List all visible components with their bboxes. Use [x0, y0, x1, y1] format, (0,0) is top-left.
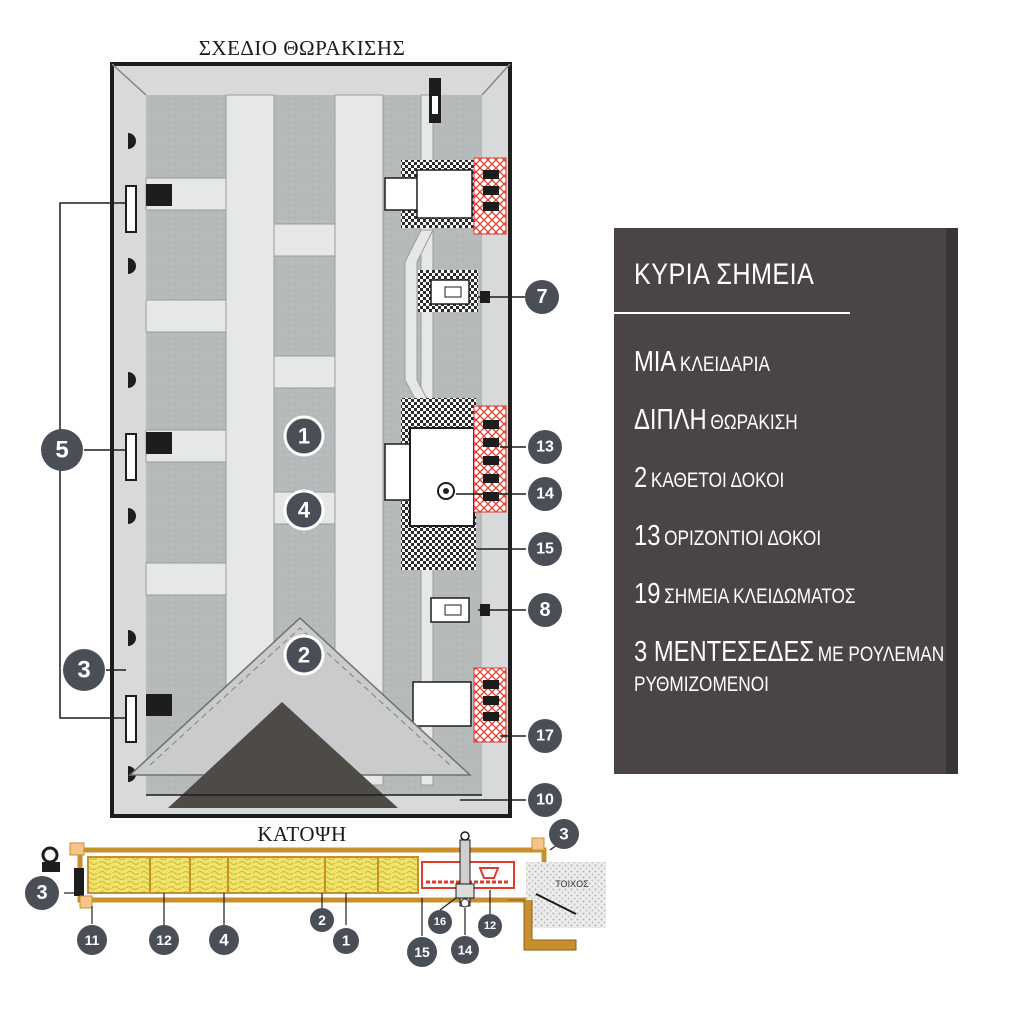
callout-number: 8 — [539, 599, 550, 621]
callout-number: 3 — [77, 657, 90, 684]
callout-number: 1 — [342, 933, 350, 950]
callout-number: 17 — [536, 728, 554, 745]
horizontal-beam — [273, 223, 336, 257]
callout-badge-8: 8 — [528, 593, 562, 627]
plan-title: ΚΑΤΟΨΗ — [257, 822, 346, 846]
callout-badge-1: 1 — [283, 415, 325, 457]
callout-number: 3 — [36, 882, 47, 904]
panel-title-underline — [614, 312, 850, 314]
callout-badge-12: 12 — [149, 925, 179, 955]
callout-badge-7: 7 — [525, 280, 559, 314]
callout-badge-15: 15 — [528, 532, 562, 566]
callout-badge-4: 4 — [209, 925, 239, 955]
callout-number: 12 — [484, 920, 496, 932]
callout-number: 5 — [55, 437, 68, 464]
callout-badge-5: 5 — [41, 429, 83, 471]
door-plan-section: ΤΟΙΧΟΣ — [41, 831, 606, 951]
callout-number: 12 — [156, 932, 172, 948]
anti-lift-pins — [128, 133, 136, 782]
main-lock-body — [409, 427, 475, 527]
vertical-beam-left — [225, 94, 275, 696]
callout-badge-11: 11 — [77, 925, 107, 955]
insulation-core — [87, 856, 419, 894]
elevation-title: ΣΧΕΔΙΟ ΘΩΡΑΚΙΣΗΣ — [199, 36, 406, 60]
callout-badge-14: 14 — [528, 477, 562, 511]
callout-badge-3: 3 — [25, 876, 59, 910]
callout-number: 4 — [219, 931, 229, 950]
callout-number: 7 — [536, 286, 547, 308]
key-point: ΜΙΑ ΚΛΕΙΔΑΡΙΑ — [634, 346, 770, 378]
callout-badge-14: 14 — [451, 936, 479, 964]
callout-number: 11 — [85, 932, 100, 948]
callout-number: 16 — [434, 916, 446, 928]
callout-number: 14 — [458, 943, 473, 958]
callout-number: 15 — [536, 541, 554, 558]
key-points-panel: ΚΥΡΙΑ ΣΗΜΕΙΑ ΜΙΑ ΚΛΕΙΔΑΡΙΑ ΔΙΠΛΗ ΘΩΡΑΚΙΣ… — [614, 228, 946, 774]
callout-number: 15 — [414, 944, 430, 960]
hinge-bottom — [125, 694, 172, 743]
lock-point-bottom — [412, 681, 472, 727]
hinge-top — [125, 184, 172, 233]
key-point: 2 ΚΑΘΕΤΟΙ ΔΟΚΟΙ — [634, 462, 785, 494]
callout-badge-2: 2 — [310, 908, 334, 932]
callout-badge-16: 16 — [428, 910, 452, 934]
callout-badge-10: 10 — [528, 783, 562, 817]
callout-badge-17: 17 — [528, 719, 562, 753]
callout-badge-2: 2 — [283, 634, 325, 676]
callout-badge-4: 4 — [283, 489, 325, 531]
horizontal-beam — [145, 299, 227, 333]
panel-title: ΚΥΡΙΑ ΣΗΜΕΙΑ — [634, 258, 815, 291]
callout-badge-12: 12 — [478, 914, 502, 938]
callout-number: 2 — [298, 643, 310, 668]
callout-number: 2 — [318, 912, 326, 928]
aux-lock-upper — [430, 279, 470, 305]
wall-label: ΤΟΙΧΟΣ — [555, 879, 589, 889]
callout-badge-3: 3 — [549, 819, 579, 849]
callout-number: 14 — [536, 486, 554, 503]
callout-number: 10 — [536, 792, 554, 809]
callout-badge-3: 3 — [63, 649, 105, 691]
key-point: ΔΙΠΛΗ ΘΩΡΑΚΙΣΗ — [634, 404, 798, 436]
callout-badge-1: 1 — [333, 928, 359, 954]
hinge-middle — [125, 432, 172, 481]
horizontal-beam — [145, 562, 227, 596]
callout-number: 1 — [298, 424, 310, 449]
key-point: 13 ΟΡΙΖΟΝΤΙΟΙ ΔΟΚΟΙ — [634, 520, 822, 552]
key-points-list: ΜΙΑ ΚΛΕΙΔΑΡΙΑ ΔΙΠΛΗ ΘΩΡΑΚΙΣΗ 2 ΚΑΘΕΤΟΙ Δ… — [634, 346, 1012, 696]
callout-number: 13 — [536, 439, 554, 456]
strike-plate-top — [473, 157, 507, 235]
callout-badge-15: 15 — [407, 937, 437, 967]
door-kick-plate — [168, 702, 398, 808]
callout-number: 3 — [559, 825, 568, 844]
callout-badge-13: 13 — [528, 430, 562, 464]
aux-lock-lower — [430, 597, 470, 623]
callout-number: 4 — [298, 498, 311, 523]
key-point: 19 ΣΗΜΕΙΑ ΚΛΕΙΔΩΜΑΤΟΣ — [634, 578, 856, 610]
horizontal-beam — [273, 355, 336, 389]
